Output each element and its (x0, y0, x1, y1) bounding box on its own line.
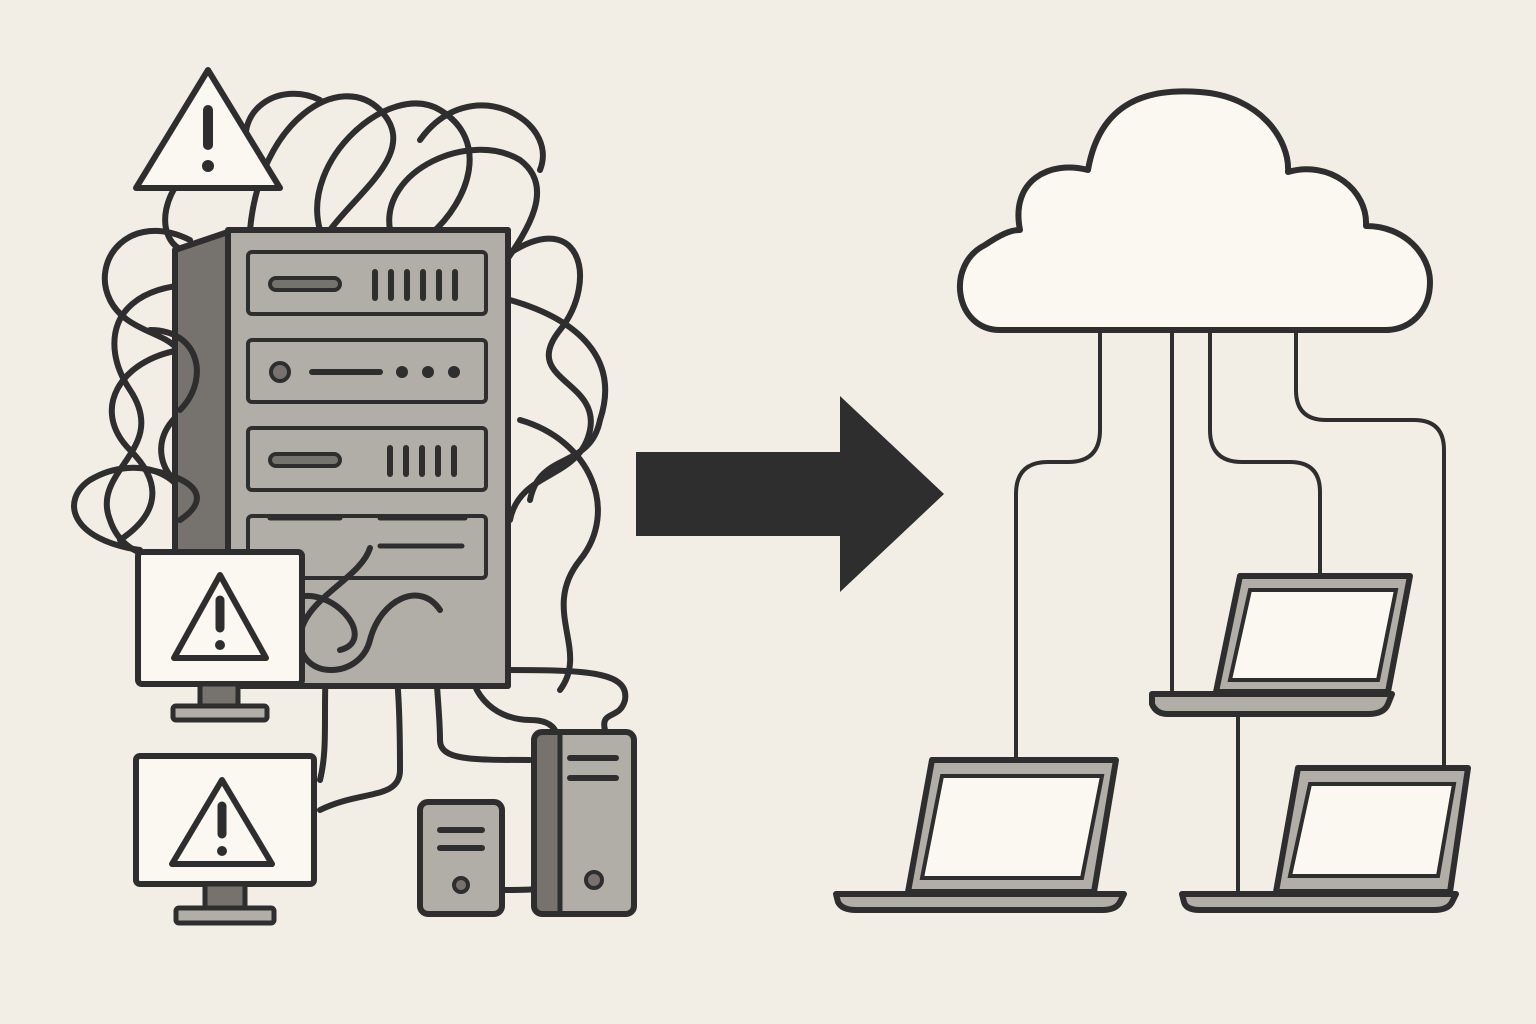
desktop-tower-icon (417, 799, 505, 917)
cloud-connections (1014, 328, 1446, 892)
warning-triangle-icon (133, 67, 283, 191)
monitor-warning-icon (135, 549, 305, 723)
right-arrow-icon (636, 396, 944, 592)
laptop-icon (833, 757, 1127, 913)
monitor-warning-icon (133, 753, 317, 926)
laptop-icon (1179, 765, 1471, 913)
cloud-icon (957, 88, 1433, 333)
desktop-tower-icon (531, 729, 637, 917)
laptop-icon (1149, 573, 1413, 717)
